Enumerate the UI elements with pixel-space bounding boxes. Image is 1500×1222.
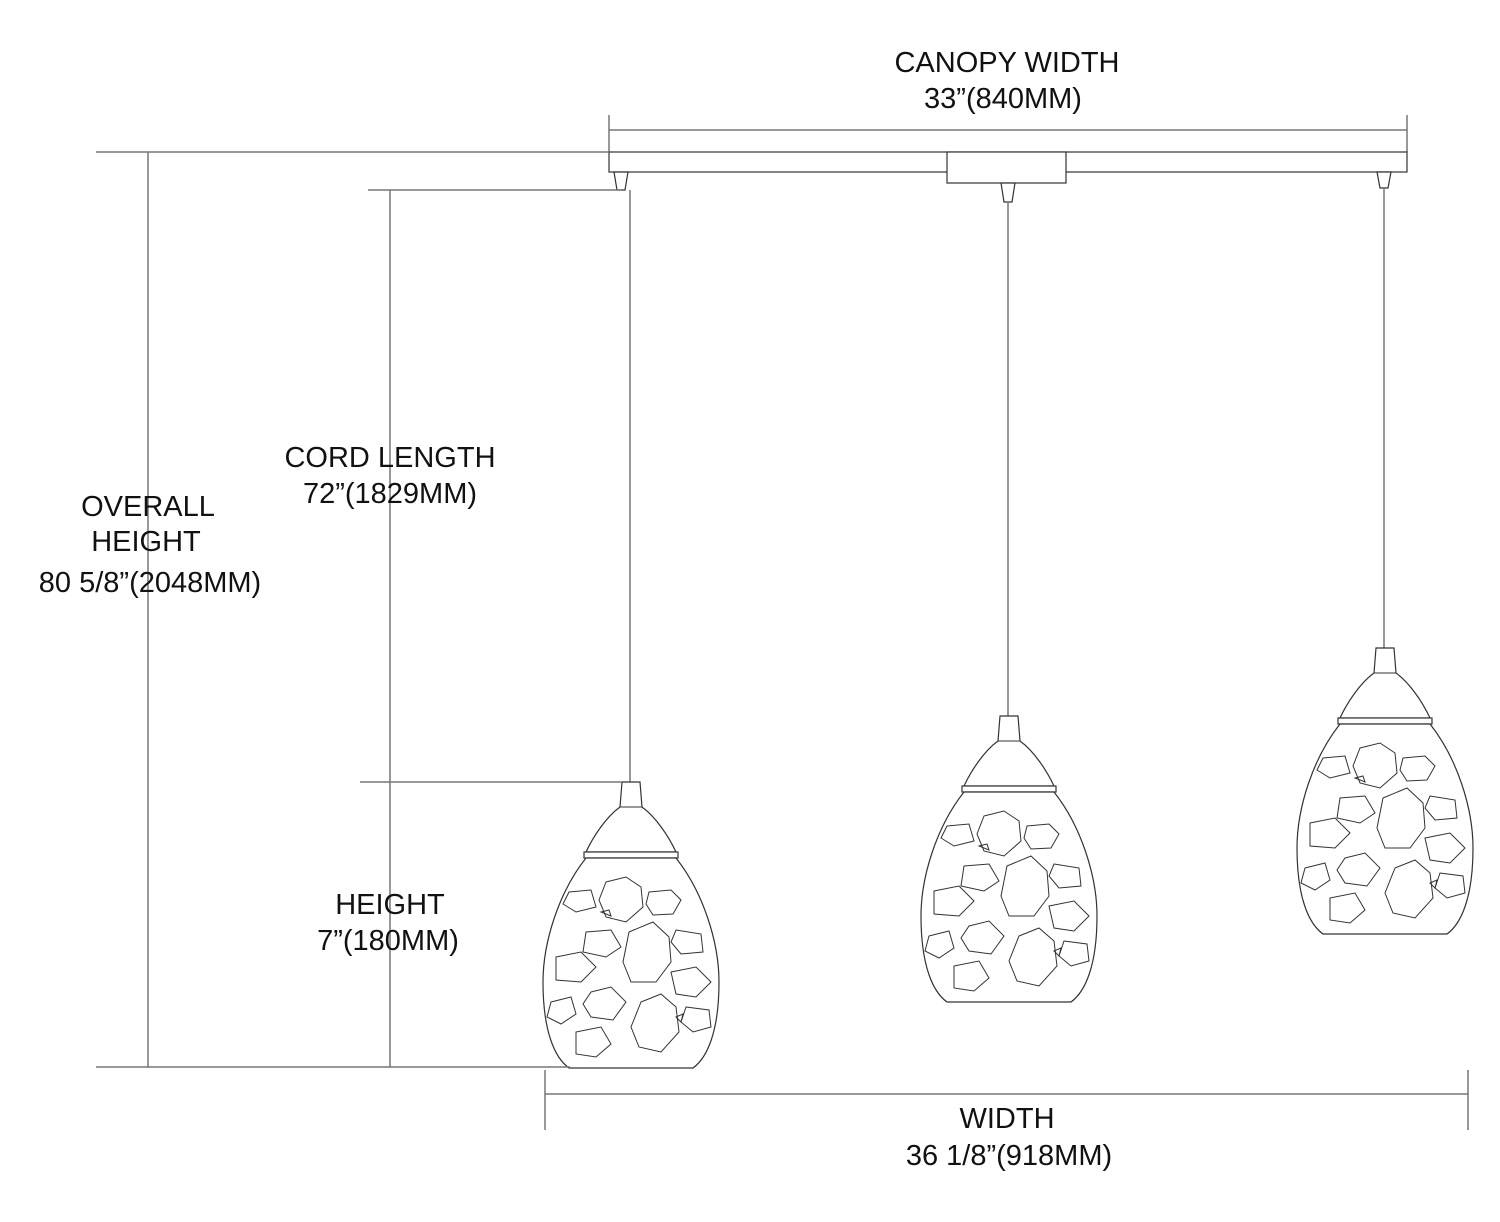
- cord-length-value: 72”(1829MM): [303, 478, 477, 510]
- canopy-width-value: 33”(840MM): [924, 83, 1082, 115]
- height-label: HEIGHT: [335, 889, 445, 921]
- width-dimension: WIDTH 36 1/8”(918MM): [544, 1070, 1469, 1172]
- cord-length-dimension: CORD LENGTH 72”(1829MM) HEIGHT 7”(180MM): [284, 189, 622, 1067]
- overall-height-label-1: OVERALL: [81, 491, 215, 523]
- canopy-width-label: CANOPY WIDTH: [894, 47, 1119, 79]
- cord-length-label: CORD LENGTH: [284, 442, 495, 474]
- pendant-light-2: [920, 715, 1098, 1003]
- pendant-light-3: [1296, 647, 1474, 935]
- overall-height-label-2: HEIGHT: [91, 526, 201, 558]
- pendant-light-1: [542, 781, 720, 1069]
- canopy: [608, 151, 1408, 203]
- canopy-width-dimension: CANOPY WIDTH 33”(840MM): [608, 47, 1408, 152]
- width-value: 36 1/8”(918MM): [906, 1140, 1112, 1172]
- overall-height-dimension: OVERALL HEIGHT 80 5/8”(2048MM): [39, 151, 609, 1068]
- height-value: 7”(180MM): [317, 925, 459, 957]
- cords: [629, 188, 1385, 782]
- width-label: WIDTH: [959, 1103, 1054, 1135]
- overall-height-value: 80 5/8”(2048MM): [39, 567, 261, 599]
